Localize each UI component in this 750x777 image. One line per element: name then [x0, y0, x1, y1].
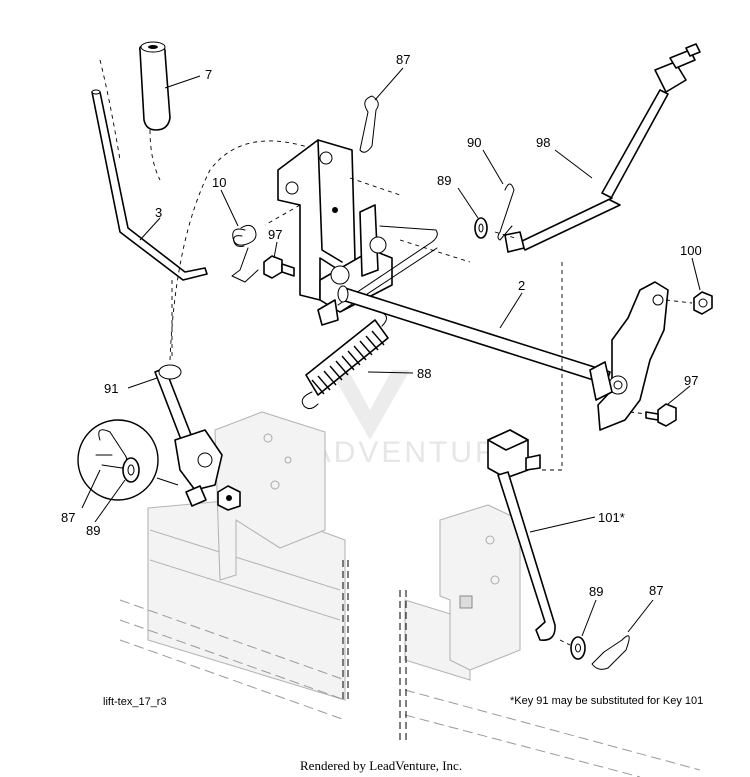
clip-87-lower: [591, 635, 630, 670]
callout-98: 98: [536, 135, 550, 150]
callouts: 7 87 10 3 97 90 98 89 100 2 88 91 97 87 …: [61, 52, 702, 599]
callout-101: 101*: [598, 510, 625, 525]
callout-97-upper: 97: [268, 227, 282, 242]
callout-7: 7: [205, 67, 212, 82]
washer-89-top: [474, 217, 488, 239]
callout-90: 90: [467, 135, 481, 150]
callout-88: 88: [417, 366, 431, 381]
callout-3: 3: [155, 205, 162, 220]
callout-97-right: 97: [684, 373, 698, 388]
callout-2: 2: [518, 278, 525, 293]
callout-100: 100: [680, 243, 702, 258]
grip-phantom-line: [99, 59, 121, 161]
phantom-guide-washer: [494, 231, 516, 239]
torsion-spring: [231, 224, 259, 283]
phantom-guide-top: [349, 177, 401, 196]
link-91: [154, 364, 241, 511]
right-frame-bracket: [439, 504, 521, 671]
link-101: [487, 429, 556, 642]
bolt-right: [645, 403, 677, 427]
callout-89-top: 89: [437, 173, 451, 188]
drawing-code: lift-tex_17_r3: [103, 696, 167, 708]
left-frame-bracket: [214, 411, 326, 581]
clip-90: [497, 183, 515, 241]
handle-grip: [138, 41, 171, 131]
phantom-guide-bolt: [629, 411, 647, 415]
grip-phantom-line-2: [149, 129, 161, 181]
callout-91: 91: [104, 381, 118, 396]
detail-circle: [77, 419, 179, 501]
phantom-guide-right: [542, 262, 563, 471]
callout-87-detail: 87: [61, 510, 75, 525]
callout-87-lower: 87: [649, 583, 663, 598]
phantom-guide-mid: [399, 239, 471, 263]
washer-89-lower: [570, 636, 586, 660]
leader-lines: [81, 67, 701, 637]
callout-87-top: 87: [396, 52, 410, 67]
phantom-arc: [169, 140, 341, 361]
bolt-upper: [263, 255, 295, 279]
mower-deck: [119, 499, 701, 777]
phantom-guide-nut: [665, 299, 693, 304]
callout-89-lower: 89: [589, 584, 603, 599]
right-lift-arm: [589, 281, 669, 431]
phantom-guide-spring: [264, 204, 301, 226]
lift-handle: [91, 89, 208, 281]
callout-10: 10: [212, 175, 226, 190]
nut-100: [693, 291, 713, 315]
callout-89-detail: 89: [86, 523, 100, 538]
clip-87-top: [359, 95, 379, 153]
rod-98: [504, 43, 701, 253]
footnote: *Key 91 may be substituted for Key 101: [510, 695, 703, 707]
footer-credit: Rendered by LeadVenture, Inc.: [300, 758, 462, 773]
phantom-guide-washer-lower: [559, 639, 571, 646]
extension-spring: [301, 311, 389, 410]
